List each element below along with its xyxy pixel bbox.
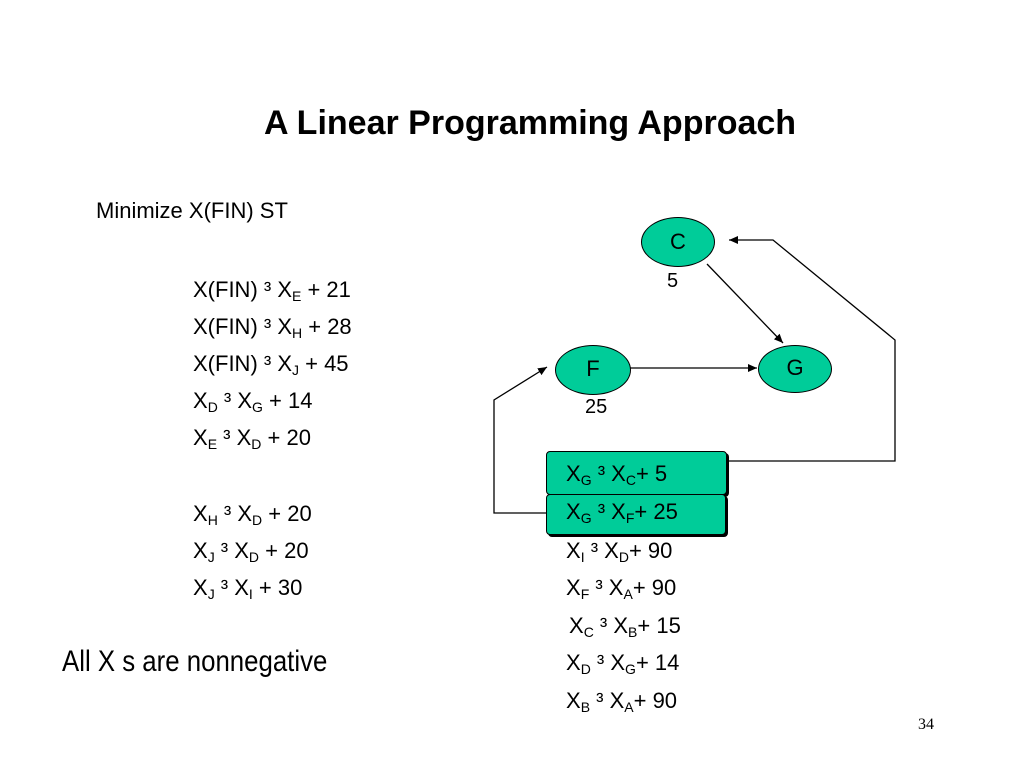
variable-subscript: D	[251, 436, 262, 452]
variable-subscript: B	[628, 624, 638, 640]
constraint-left-3: X(FIN) ³ XJ + 45	[193, 351, 349, 378]
node-f: F	[555, 345, 631, 395]
arrow-c-to-g	[706, 263, 784, 344]
variable-subscript: E	[292, 288, 302, 304]
variable-subscript: I	[580, 549, 585, 565]
node-c-duration: 5	[667, 270, 679, 292]
constraint-left-2: X(FIN) ³ XH + 28	[193, 314, 352, 341]
constraint-right-3: XI ³ XD+ 90	[566, 538, 673, 565]
variable-subscript: C	[625, 472, 636, 488]
slide-title: A Linear Programming Approach	[263, 104, 797, 142]
variable-subscript: J	[207, 549, 215, 565]
constraint-left-8: XJ ³ XI + 30	[193, 575, 303, 602]
variable-subscript: B	[580, 699, 591, 715]
variable-subscript: J	[207, 586, 215, 602]
variable-subscript: D	[580, 661, 591, 677]
constraint-right-5: XC ³ XB+ 15	[569, 613, 681, 640]
connector-highlight-to-f	[493, 366, 548, 514]
constraint-right-2: XG ³ XF+ 25	[566, 499, 678, 526]
variable-subscript: A	[624, 699, 634, 715]
variable-subscript: D	[618, 549, 629, 565]
variable-subscript: E	[207, 436, 218, 452]
constraint-right-6: XD ³ XG+ 14	[566, 650, 680, 677]
variable-subscript: A	[623, 586, 633, 602]
variable-subscript: D	[248, 549, 260, 565]
variable-subscript: I	[248, 586, 253, 602]
page-number: 34	[918, 716, 934, 733]
variable-subscript: H	[207, 512, 218, 528]
highlight-box-gc	[546, 451, 727, 495]
variable-subscript: C	[583, 624, 594, 640]
variable-subscript: D	[207, 399, 218, 415]
variable-subscript: F	[580, 586, 590, 602]
variable-subscript: H	[292, 325, 303, 341]
constraint-left-7: XJ ³ XD + 20	[193, 538, 309, 565]
constraint-left-5: XE ³ XD + 20	[193, 425, 311, 452]
node-g-label: G	[786, 355, 804, 380]
variable-subscript: J	[292, 362, 299, 378]
constraint-right-4: XF ³ XA+ 90	[566, 575, 677, 602]
variable-subscript: G	[580, 510, 592, 526]
node-c: C	[641, 217, 715, 267]
constraint-left-4: XD ³ XG + 14	[193, 388, 313, 415]
constraint-left-1: X(FIN) ³ XE + 21	[193, 277, 351, 304]
variable-subscript: F	[625, 510, 635, 526]
variable-subscript: D	[252, 512, 263, 528]
variable-subscript: G	[580, 472, 592, 488]
constraint-right-1: XG ³ XC+ 5	[566, 461, 668, 488]
objective-text: Minimize X(FIN) ST	[96, 198, 288, 223]
variable-subscript: G	[252, 399, 263, 415]
node-g: G	[758, 345, 832, 393]
highlight-box-gf	[546, 494, 726, 535]
node-f-duration: 25	[585, 396, 608, 418]
connector-highlight-to-c	[727, 236, 896, 462]
constraint-right-7: XB ³ XA+ 90	[566, 688, 678, 715]
variable-subscript: G	[625, 661, 636, 677]
nonnegativity-text: All X s are nonnegative	[62, 645, 328, 678]
node-f-label: F	[586, 356, 600, 381]
node-c-label: C	[670, 229, 686, 254]
constraint-left-6: XH ³ XD + 20	[193, 501, 312, 528]
